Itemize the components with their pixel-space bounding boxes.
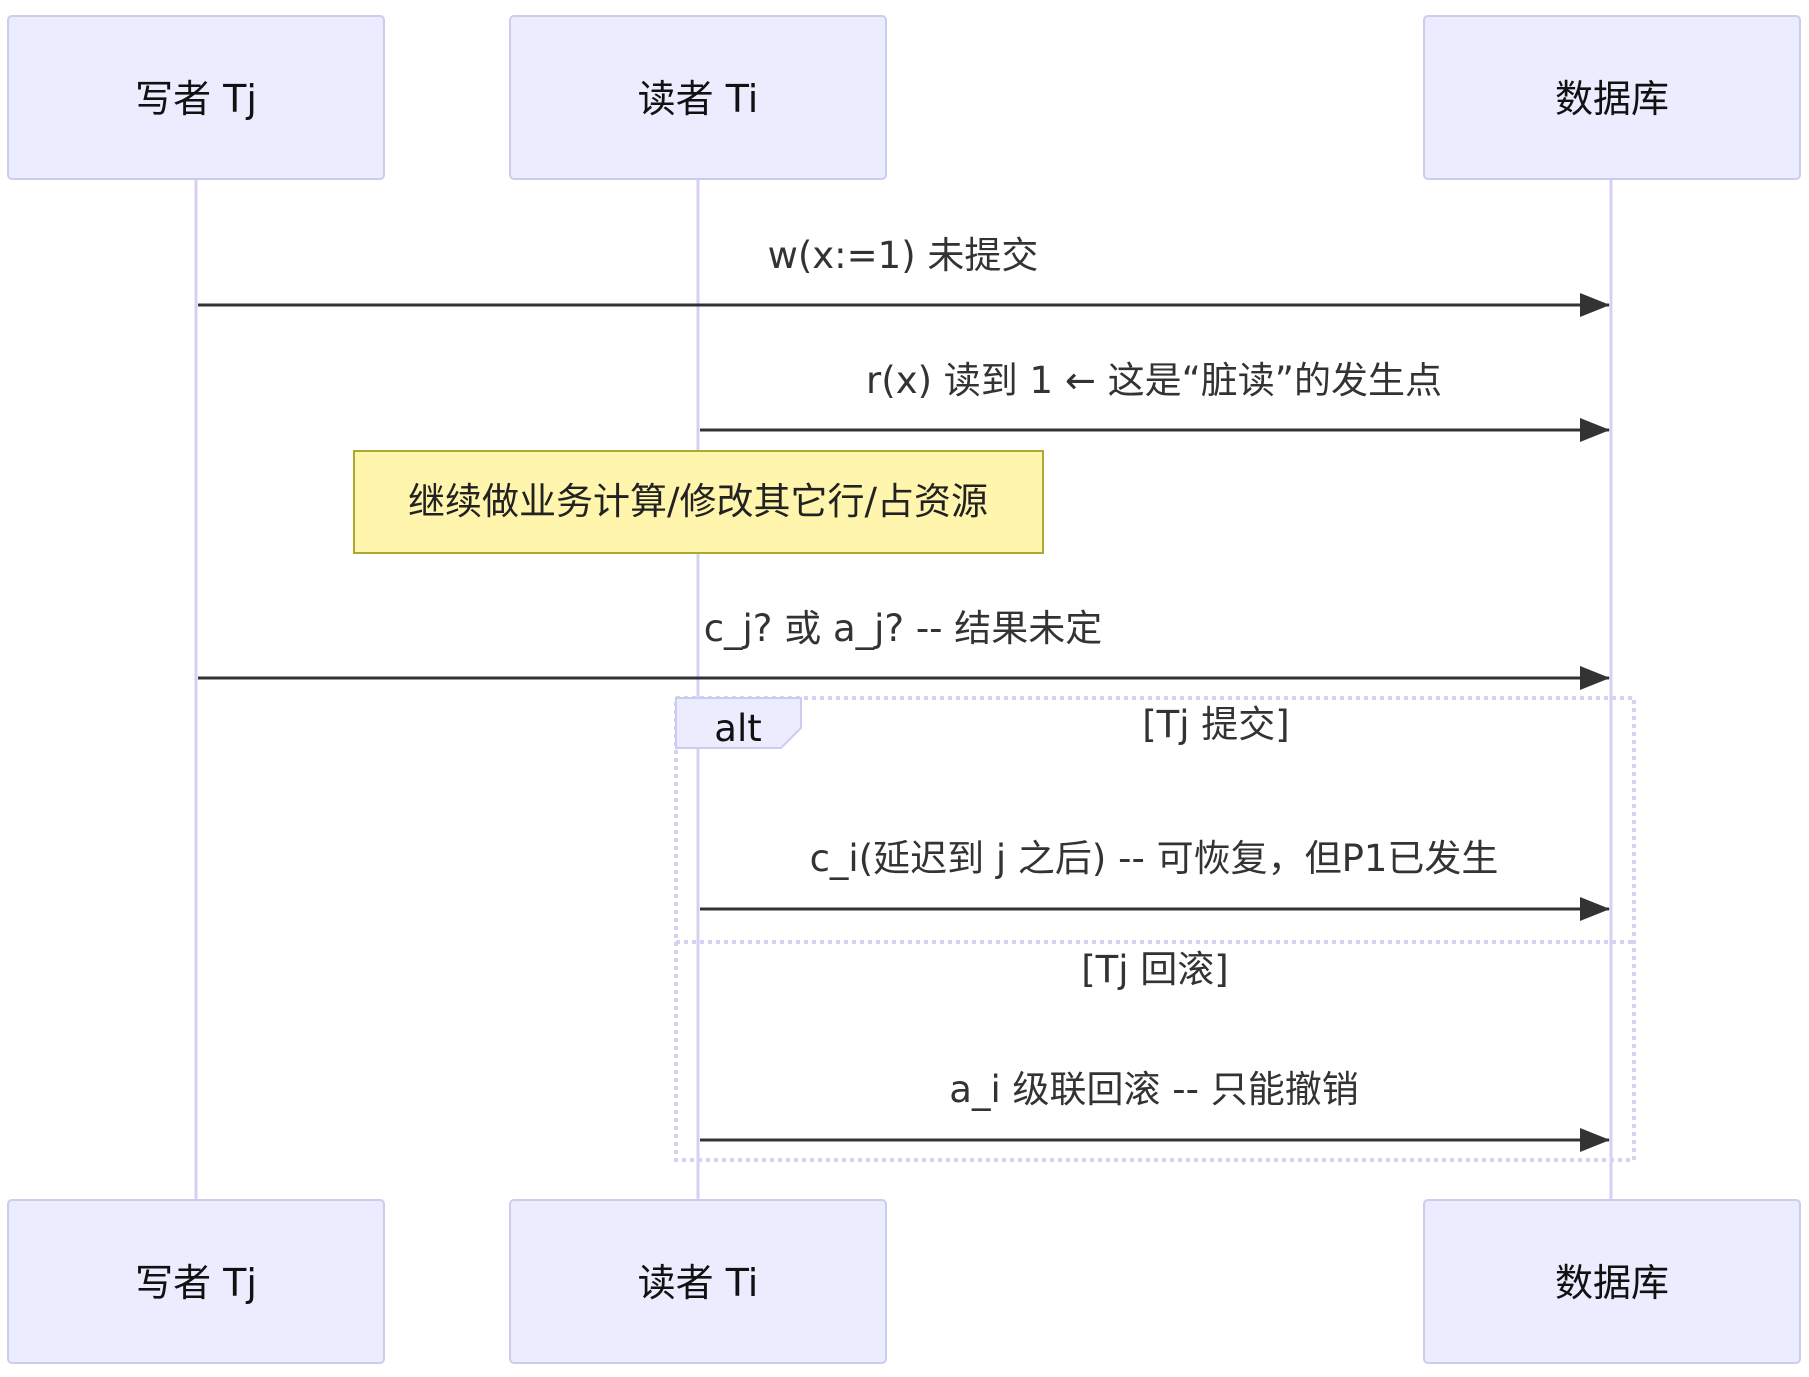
alt-label-box — [675, 697, 802, 749]
actor-database-top: 数据库 — [1423, 15, 1801, 180]
actor-label: 数据库 — [1555, 77, 1669, 121]
message-label: a_i 级联回滚 -- 只能撤销 — [949, 1068, 1358, 1111]
message-4: c_i(延迟到 j 之后) -- 可恢复，但P1已发生 — [700, 837, 1610, 921]
message-1: w(x:=1) 未提交 — [198, 234, 1610, 317]
note: 继续做业务计算/修改其它行/占资源 — [353, 450, 1044, 554]
message-2: r(x) 读到 1 ← 这是“脏读”的发生点 — [700, 359, 1610, 442]
actor-reader-ti-top: 读者 Ti — [509, 15, 887, 180]
actor-database-bottom: 数据库 — [1423, 1199, 1801, 1364]
actor-label: 数据库 — [1555, 1261, 1669, 1305]
note-box — [353, 450, 1044, 554]
actor-label: 读者 Ti — [638, 77, 759, 121]
message-label: c_j? 或 a_j? -- 结果未定 — [704, 607, 1103, 650]
alt-condition-commit: [Tj 提交] — [1142, 703, 1290, 746]
alt-frame — [674, 696, 1636, 1162]
actor-writer-tj-top: 写者 Tj — [7, 15, 385, 180]
message-label: w(x:=1) 未提交 — [768, 234, 1039, 277]
actor-label: 写者 Tj — [135, 1261, 257, 1305]
alt-label: alt — [714, 707, 761, 750]
actor-label: 写者 Tj — [135, 77, 257, 121]
actor-reader-ti-bottom: 读者 Ti — [509, 1199, 887, 1364]
message-3: c_j? 或 a_j? -- 结果未定 — [198, 607, 1610, 690]
alt-condition-rollback: [Tj 回滚] — [1081, 948, 1229, 991]
note-label: 继续做业务计算/修改其它行/占资源 — [408, 480, 988, 523]
alt-fragment: alt [Tj 提交] [Tj 回滚] — [674, 696, 1636, 1162]
message-5: a_i 级联回滚 -- 只能撤销 — [700, 1068, 1610, 1152]
actor-writer-tj-bottom: 写者 Tj — [7, 1199, 385, 1364]
actor-label: 读者 Ti — [638, 1261, 759, 1305]
message-label: r(x) 读到 1 ← 这是“脏读”的发生点 — [866, 359, 1442, 402]
message-label: c_i(延迟到 j 之后) -- 可恢复，但P1已发生 — [810, 837, 1499, 880]
